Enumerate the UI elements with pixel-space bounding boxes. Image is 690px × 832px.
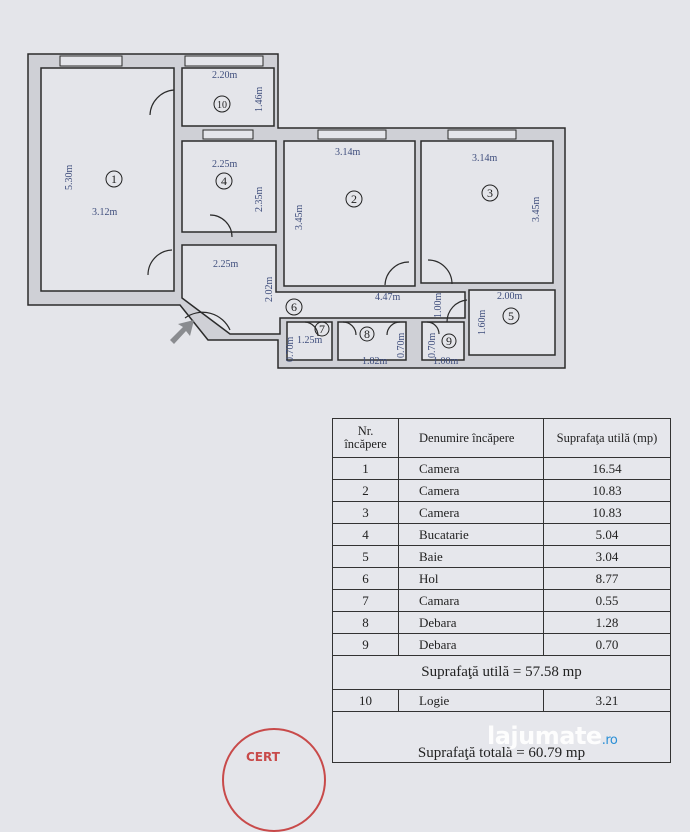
- dim-r5-h: 1.60m: [477, 310, 488, 336]
- room-label-7: 7: [319, 322, 325, 336]
- room-7: [286, 321, 333, 361]
- cell-nr: 10: [332, 689, 399, 712]
- dim-r1-h: 5.30m: [64, 165, 75, 191]
- cell-name: Hol: [398, 567, 544, 590]
- cell-area: 5.04: [543, 523, 671, 546]
- cell-name: Logie: [398, 689, 544, 712]
- cell-area: 1.28: [543, 611, 671, 634]
- dim-hall-w: 2.25m: [213, 259, 239, 270]
- cell-area: 10.83: [543, 479, 671, 502]
- cell-nr: 7: [332, 589, 399, 612]
- cell-name: Debara: [398, 633, 544, 656]
- cell-nr: 1: [332, 457, 399, 480]
- dim-r9-w: 0.70m: [427, 333, 438, 359]
- dim-r3-h: 3.45m: [531, 197, 542, 223]
- dim-r1-w: 3.12m: [92, 207, 118, 218]
- cell-nr: 3: [332, 501, 399, 524]
- dim-r2-h: 3.45m: [294, 205, 305, 231]
- room-label-6: 6: [291, 300, 297, 314]
- room-area-table: Nr. încăpere Denumire încăpere Suprafaţa…: [332, 418, 671, 763]
- header-name: Denumire încăpere: [398, 418, 544, 458]
- cell-name: Camera: [398, 501, 544, 524]
- useful-area-row: Suprafaţă utilă = 57.58 mp: [332, 655, 671, 690]
- cell-name: Debara: [398, 611, 544, 634]
- cell-area: 3.04: [543, 545, 671, 568]
- room-5: [468, 289, 556, 356]
- dim-r8-h: 0.70m: [396, 333, 407, 359]
- useful-area-total: Suprafaţă utilă = 57.58 mp: [332, 655, 671, 690]
- room-9: [421, 321, 465, 361]
- cell-area: 10.83: [543, 501, 671, 524]
- windows: [59, 55, 517, 140]
- cell-area: 0.70: [543, 633, 671, 656]
- room-label-9: 9: [446, 334, 452, 348]
- cell-area: 3.21: [543, 689, 671, 712]
- cell-name: Camera: [398, 479, 544, 502]
- room-label-8: 8: [364, 327, 370, 341]
- dim-r7-h: 0.70m: [285, 337, 296, 363]
- cell-area: 0.55: [543, 589, 671, 612]
- cell-nr: 5: [332, 545, 399, 568]
- floor-plan: 5.30m 3.12m 2.20m 1.46m 2.25m 2.35m 3.14…: [27, 53, 566, 369]
- cell-nr: 4: [332, 523, 399, 546]
- dim-r4-w: 2.25m: [212, 159, 238, 170]
- watermark-tld: .ro: [601, 733, 618, 748]
- dim-r10-w: 2.20m: [212, 70, 238, 81]
- certification-stamp: CERT: [222, 728, 326, 832]
- dim-r9-h: 1.00m: [433, 293, 444, 319]
- room-label-5: 5: [508, 309, 514, 323]
- cell-name: Bucatarie: [398, 523, 544, 546]
- cell-name: Camera: [398, 457, 544, 480]
- room-label-1: 1: [111, 172, 117, 186]
- cell-area: 16.54: [543, 457, 671, 480]
- room-3: [420, 140, 554, 284]
- cell-name: Baie: [398, 545, 544, 568]
- cell-area: 8.77: [543, 567, 671, 590]
- dim-hall-h: 2.02m: [264, 277, 275, 303]
- entrance-arrow-icon: [170, 320, 194, 344]
- cell-nr: 6: [332, 567, 399, 590]
- cell-nr: 9: [332, 633, 399, 656]
- dim-r10-h: 1.46m: [254, 87, 265, 113]
- watermark-logo: lajumate.ro: [487, 722, 618, 750]
- total-area-row: Suprafaţă totală = 60.79 mp: [332, 711, 671, 763]
- dim-r7-w: 1.25m: [297, 335, 323, 346]
- room-10: [181, 67, 275, 127]
- room-8: [337, 321, 407, 361]
- stamp-text: CERT: [246, 750, 280, 764]
- room-label-4: 4: [221, 174, 227, 188]
- room-label-2: 2: [351, 192, 357, 206]
- header-nr: Nr. încăpere: [332, 418, 399, 458]
- dim-r9-b: 1.00m: [433, 356, 459, 367]
- room-label-10: 10: [217, 100, 227, 111]
- dim-hall-long: 4.47m: [375, 292, 401, 303]
- dim-r2-w: 3.14m: [335, 147, 361, 158]
- dim-r5-w: 2.00m: [497, 291, 523, 302]
- watermark-brand: lajumate: [487, 722, 602, 750]
- cell-name: Camara: [398, 589, 544, 612]
- dim-r8-w: 1.82m: [362, 356, 388, 367]
- header-area: Suprafaţa utilă (mp): [543, 418, 671, 458]
- cell-nr: 8: [332, 611, 399, 634]
- room-6: [181, 244, 466, 335]
- room-label-3: 3: [487, 186, 493, 200]
- total-area: Suprafaţă totală = 60.79 mp: [332, 711, 671, 763]
- room-4: [181, 140, 277, 233]
- door-arcs: [147, 89, 468, 337]
- room-2: [283, 140, 416, 287]
- dim-r3-w: 3.14m: [472, 153, 498, 164]
- table-header: Nr. încăpere Denumire încăpere Suprafaţa…: [332, 418, 671, 458]
- dim-r4-h: 2.35m: [254, 187, 265, 213]
- cell-nr: 2: [332, 479, 399, 502]
